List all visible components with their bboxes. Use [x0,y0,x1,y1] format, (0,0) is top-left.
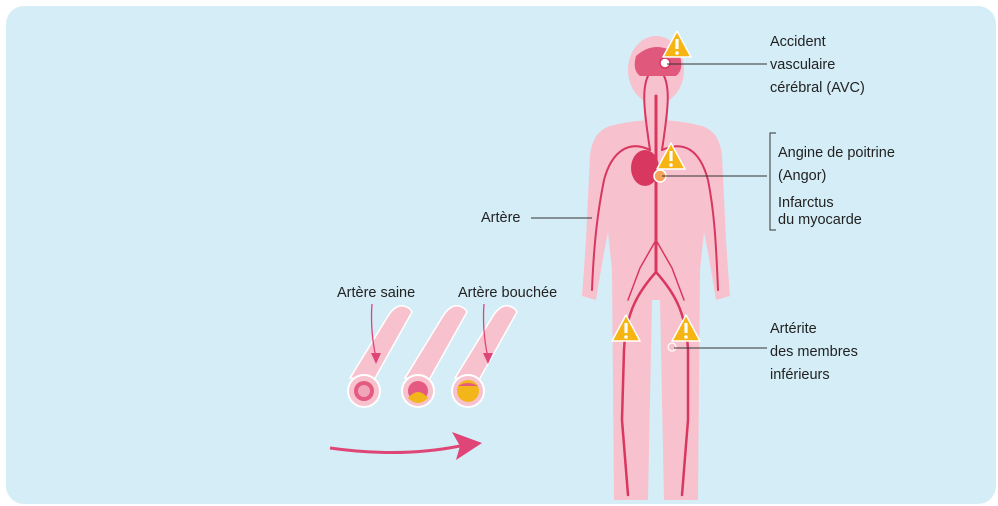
label-arterite-2: des membres [770,343,858,361]
label-avc-2: vasculaire [770,56,835,74]
label-avc-3: cérébral (AVC) [770,79,865,97]
label-infarctus-1: Infarctus [778,194,834,212]
label-artere: Artère [481,209,521,227]
label-avc-1: Accident [770,33,826,51]
label-angor-1: Angine de poitrine [778,144,895,162]
label-angor-2: (Angor) [778,167,826,185]
label-infarctus-2: du myocarde [778,211,862,229]
heart [631,150,659,186]
label-artere-saine: Artère saine [337,284,415,302]
label-arterite-3: inférieurs [770,366,830,384]
label-arterite-1: Artérite [770,320,817,338]
progression-arrow [330,446,460,453]
label-artere-bouchee: Artère bouchée [458,284,557,302]
avc-point [660,58,670,68]
arterite-point [668,343,676,351]
